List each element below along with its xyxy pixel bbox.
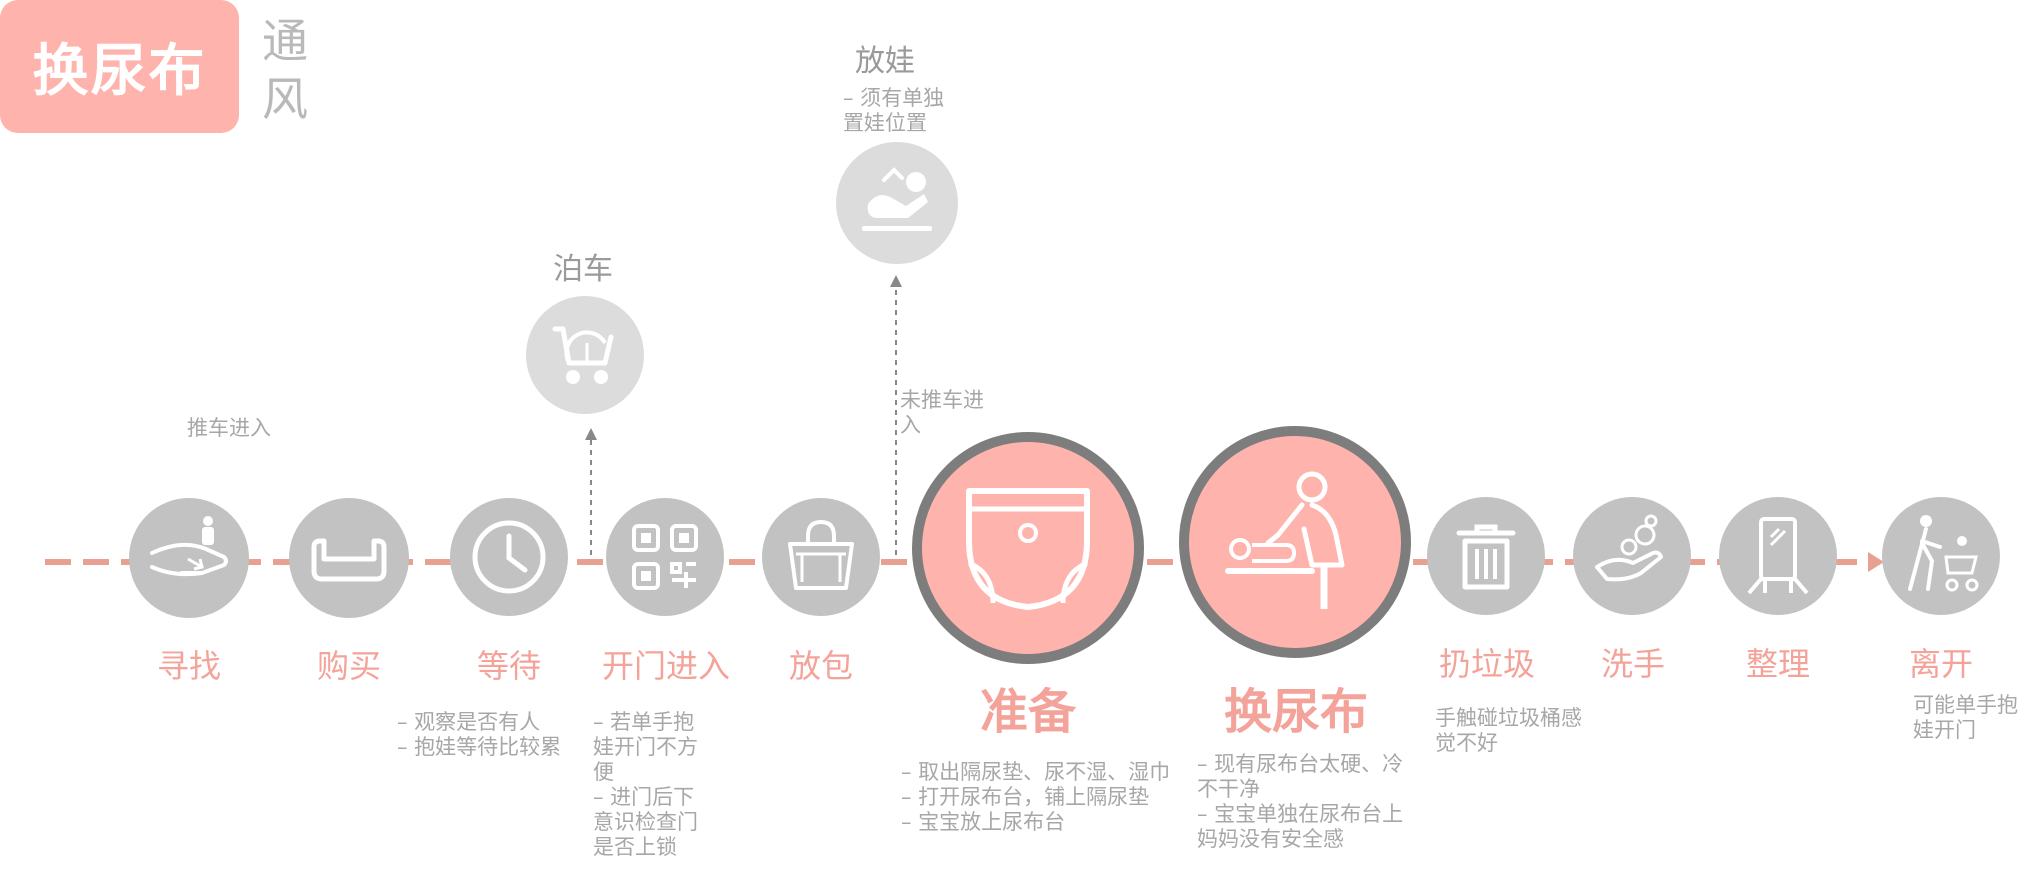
bag-icon	[788, 519, 854, 590]
hand-icon	[150, 516, 228, 577]
baby-lying-icon	[862, 167, 932, 231]
qr-code-icon	[632, 524, 698, 590]
step-notes-wait: – 观察是否有人 – 抱娃等待比较累	[397, 710, 562, 759]
step-label-change-diaper: 换尿布	[1223, 684, 1369, 740]
flow-arrow-head	[1868, 552, 1884, 572]
page-title: 换尿布	[0, 0, 239, 133]
step-label-drop-bag: 放包	[788, 647, 854, 685]
step-label-enter: 开门进入	[601, 647, 731, 685]
step-notes-leave: 可能单手抱 娃开门	[1913, 693, 2018, 742]
step-label-buy: 购买	[316, 647, 382, 685]
step-label-prepare: 准备	[979, 684, 1077, 740]
step-label-tidy-up: 整理	[1745, 645, 1811, 683]
place-branch-arrow	[890, 275, 902, 287]
trash-icon	[1456, 524, 1516, 590]
step-buy	[289, 498, 409, 618]
branch-label-place: 放娃	[855, 44, 915, 79]
page-subtitle: 通风	[262, 14, 308, 126]
push-in-annotation: 推车进入	[187, 416, 271, 440]
step-leave	[1882, 497, 2000, 615]
step-throw-trash	[1427, 497, 1545, 615]
step-drop-bag	[762, 498, 880, 616]
step-notes-prepare: – 取出隔尿垫、尿不湿、湿巾 – 打开尿布台，铺上隔尿垫 – 宝宝放上尿布台	[901, 760, 1171, 834]
step-label-wash-hands: 洗手	[1600, 645, 1666, 683]
branch-place-notes: – 须有单独 置娃位置	[843, 86, 945, 135]
branch-label-park: 泊车	[553, 252, 613, 287]
walk-stroller-icon	[1908, 515, 1979, 592]
branch-place	[836, 142, 958, 264]
step-label-find: 寻找	[156, 647, 222, 685]
mirror-icon	[1747, 517, 1809, 595]
branch-park	[526, 296, 644, 414]
step-notes-change-diaper: – 现有尿布台太硬、冷 不干净 – 宝宝单独在尿布台上 妈妈没有安全感	[1197, 752, 1404, 851]
diaper-icon	[966, 488, 1090, 610]
sofa-icon	[311, 538, 387, 582]
step-wash-hands	[1573, 497, 1691, 615]
step-notes-throw-trash: 手触碰垃圾桶感 觉不好	[1435, 706, 1582, 755]
changing-baby-icon	[1225, 471, 1345, 609]
stroller-icon	[552, 326, 614, 384]
wash-hands-icon	[1595, 514, 1663, 582]
step-find	[129, 498, 249, 618]
step-label-throw-trash: 扔垃圾	[1438, 645, 1536, 683]
step-prepare	[912, 432, 1144, 664]
park-branch-arrow	[585, 428, 597, 440]
step-tidy-up	[1719, 497, 1837, 615]
step-enter	[606, 498, 724, 616]
step-label-leave: 离开	[1908, 645, 1974, 683]
step-notes-enter: – 若单手抱 娃开门不方 便 – 进门后下 意识检查门 是否上锁	[593, 710, 698, 859]
no-push-annotation: 未推车进 入	[900, 388, 984, 437]
step-wait	[450, 498, 568, 616]
step-change-diaper	[1179, 426, 1411, 658]
clock-icon	[472, 520, 546, 594]
step-label-wait: 等待	[476, 647, 542, 685]
